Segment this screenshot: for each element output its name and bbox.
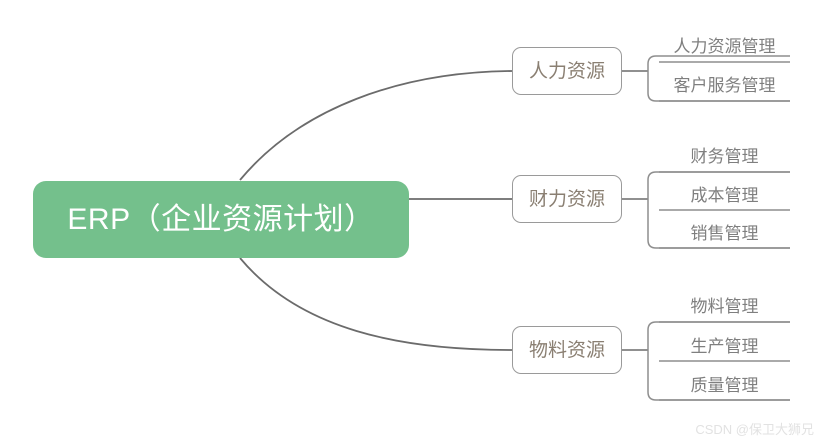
connector-root-to-branch-1 [239, 70, 513, 181]
leaf-bracket-group-3 [647, 321, 790, 401]
branch-node-human-resources[interactable]: 人力资源 [512, 47, 622, 95]
leaf-bracket-group-1 [647, 55, 790, 102]
branch-node-label: 财力资源 [528, 188, 605, 210]
root-node-label: ERP（企业资源计划） [67, 202, 375, 236]
leaf-item[interactable]: 物料管理 [690, 297, 759, 316]
leaf-item[interactable]: 生产管理 [690, 337, 759, 356]
leaf-item[interactable]: 客户服务管理 [673, 76, 776, 95]
connector-root-to-branch-3 [239, 257, 513, 351]
leaf-item[interactable]: 销售管理 [690, 224, 759, 243]
leaf-item[interactable]: 质量管理 [690, 376, 759, 395]
leaf-item[interactable]: 成本管理 [690, 186, 759, 205]
leaf-bracket-group-2 [647, 171, 790, 249]
root-node[interactable]: ERP（企业资源计划） [33, 181, 409, 258]
branch-node-material-resources[interactable]: 物料资源 [512, 326, 622, 374]
leaf-item[interactable]: 财务管理 [690, 147, 759, 166]
branch-node-financial-resources[interactable]: 财力资源 [512, 175, 622, 223]
branch-node-label: 物料资源 [528, 339, 605, 361]
branch-node-label: 人力资源 [528, 60, 605, 82]
watermark: CSDN @保卫大狮兄 [695, 422, 814, 437]
leaf-item[interactable]: 人力资源管理 [673, 37, 776, 56]
